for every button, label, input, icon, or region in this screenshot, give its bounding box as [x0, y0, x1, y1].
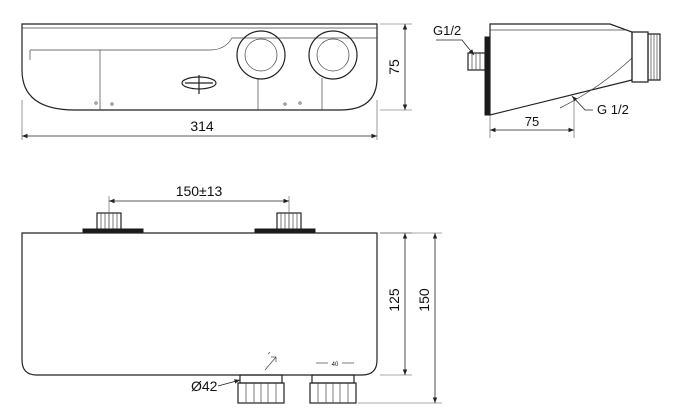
right-connector: [254, 212, 316, 234]
side-flange: [484, 36, 491, 116]
dim-side-depth: 75: [525, 114, 539, 129]
side-knurled-knob: [631, 31, 661, 83]
dim-center-spacing: 150±13: [176, 183, 223, 199]
dim-height-inner: 125: [386, 288, 402, 312]
top-view-body: [21, 23, 378, 111]
top-view: 314 75: [21, 23, 412, 140]
dim-knob-diameter: Ø42: [191, 378, 218, 394]
bottom-left-knob: [237, 374, 285, 404]
body-markings: 40: [264, 351, 354, 371]
dim-height-total: 150: [416, 288, 432, 312]
label-thread-top: G1/2: [433, 23, 461, 38]
dim-height-top: 75: [386, 59, 402, 75]
scale-label: 40: [332, 362, 339, 368]
side-view: G1/2 G 1/2 75: [433, 23, 661, 138]
bottom-right-knob: [309, 374, 357, 404]
dim-width-top: 314: [190, 118, 214, 134]
lever-symbol: [181, 75, 217, 94]
top-left-handle: [236, 30, 286, 80]
top-right-handle: [308, 30, 358, 80]
side-threaded-inlet: [467, 52, 486, 71]
front-view: 150±13 40: [21, 183, 442, 404]
left-connector: [82, 212, 144, 234]
label-thread-side: G 1/2: [597, 102, 629, 117]
front-body: [21, 232, 378, 376]
